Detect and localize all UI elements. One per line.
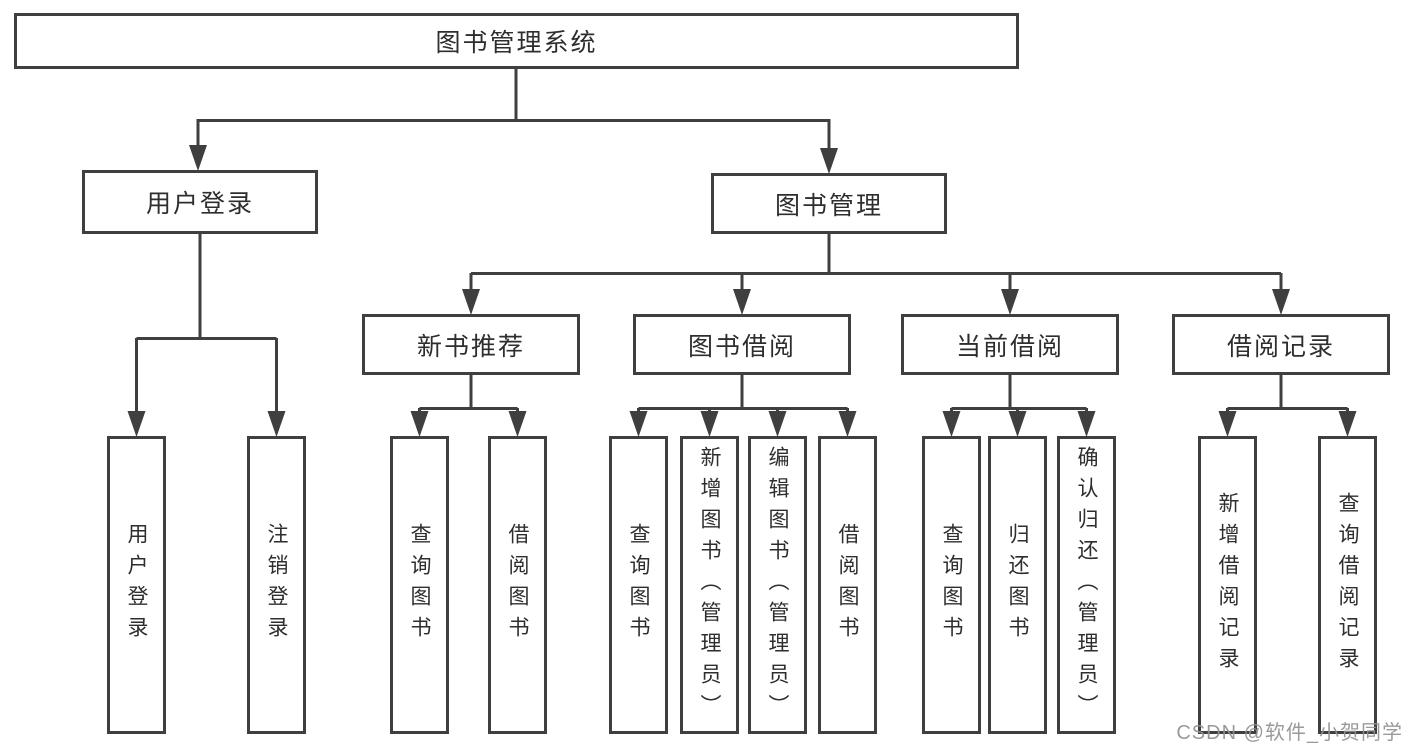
node-label: 图书管理系统 xyxy=(435,29,598,57)
node-label: 借阅记录 xyxy=(1226,332,1335,361)
node-box-library-system: 图书管理系统 xyxy=(14,13,1019,69)
node-box-leaf-logout: 注销登录 xyxy=(247,436,306,734)
node-label: 借阅图书 xyxy=(836,523,859,647)
csdn-watermark: CSDN @软件_小贺同学 xyxy=(1176,722,1403,744)
node-label: 确认归还（管理员） xyxy=(1075,445,1098,725)
node-label: 图书借阅 xyxy=(687,332,796,361)
node-box-bb-query-books: 查询图书 xyxy=(609,436,668,734)
node-box-br-add-record: 新增借阅记录 xyxy=(1198,436,1257,734)
node-box-rec-borrow-books: 借阅图书 xyxy=(488,436,547,734)
arrowheads xyxy=(127,145,1357,437)
node-box-rec-query-books: 查询图书 xyxy=(390,436,449,734)
node-label: 新增图书（管理员） xyxy=(698,445,721,725)
node-label: 新增借阅记录 xyxy=(1216,492,1239,678)
node-box-current-borrow: 当前借阅 xyxy=(901,314,1119,375)
node-box-new-book-recommend: 新书推荐 xyxy=(362,314,580,375)
node-label: 归还图书 xyxy=(1006,523,1029,647)
node-box-br-query-record: 查询借阅记录 xyxy=(1318,436,1377,734)
node-box-borrow-records: 借阅记录 xyxy=(1172,314,1390,375)
node-label: 查询借阅记录 xyxy=(1336,492,1359,678)
node-box-cb-confirm-return-admin: 确认归还（管理员） xyxy=(1057,436,1116,734)
node-box-user-login: 用户登录 xyxy=(82,170,318,234)
node-label: 编辑图书（管理员） xyxy=(766,445,789,725)
node-label: 图书管理 xyxy=(774,191,883,220)
node-box-bb-borrow-books: 借阅图书 xyxy=(818,436,877,734)
node-box-leaf-user-login: 用户登录 xyxy=(107,436,166,734)
node-label: 查询图书 xyxy=(408,523,431,647)
node-label: 新书推荐 xyxy=(416,332,525,361)
node-box-cb-query-books: 查询图书 xyxy=(922,436,981,734)
node-label: 查询图书 xyxy=(940,523,963,647)
node-label: 用户登录 xyxy=(125,523,148,647)
node-box-cb-return-books: 归还图书 xyxy=(988,436,1047,734)
node-label: 查询图书 xyxy=(627,523,650,647)
node-box-book-borrow: 图书借阅 xyxy=(633,314,851,375)
node-label: 用户登录 xyxy=(145,190,254,218)
node-label: 当前借阅 xyxy=(955,332,1064,361)
node-box-bb-add-books-admin: 新增图书（管理员） xyxy=(680,436,739,734)
node-label: 借阅图书 xyxy=(506,523,529,647)
node-box-book-management: 图书管理 xyxy=(711,173,947,234)
node-box-bb-edit-books-admin: 编辑图书（管理员） xyxy=(748,436,807,734)
node-label: 注销登录 xyxy=(265,523,288,647)
